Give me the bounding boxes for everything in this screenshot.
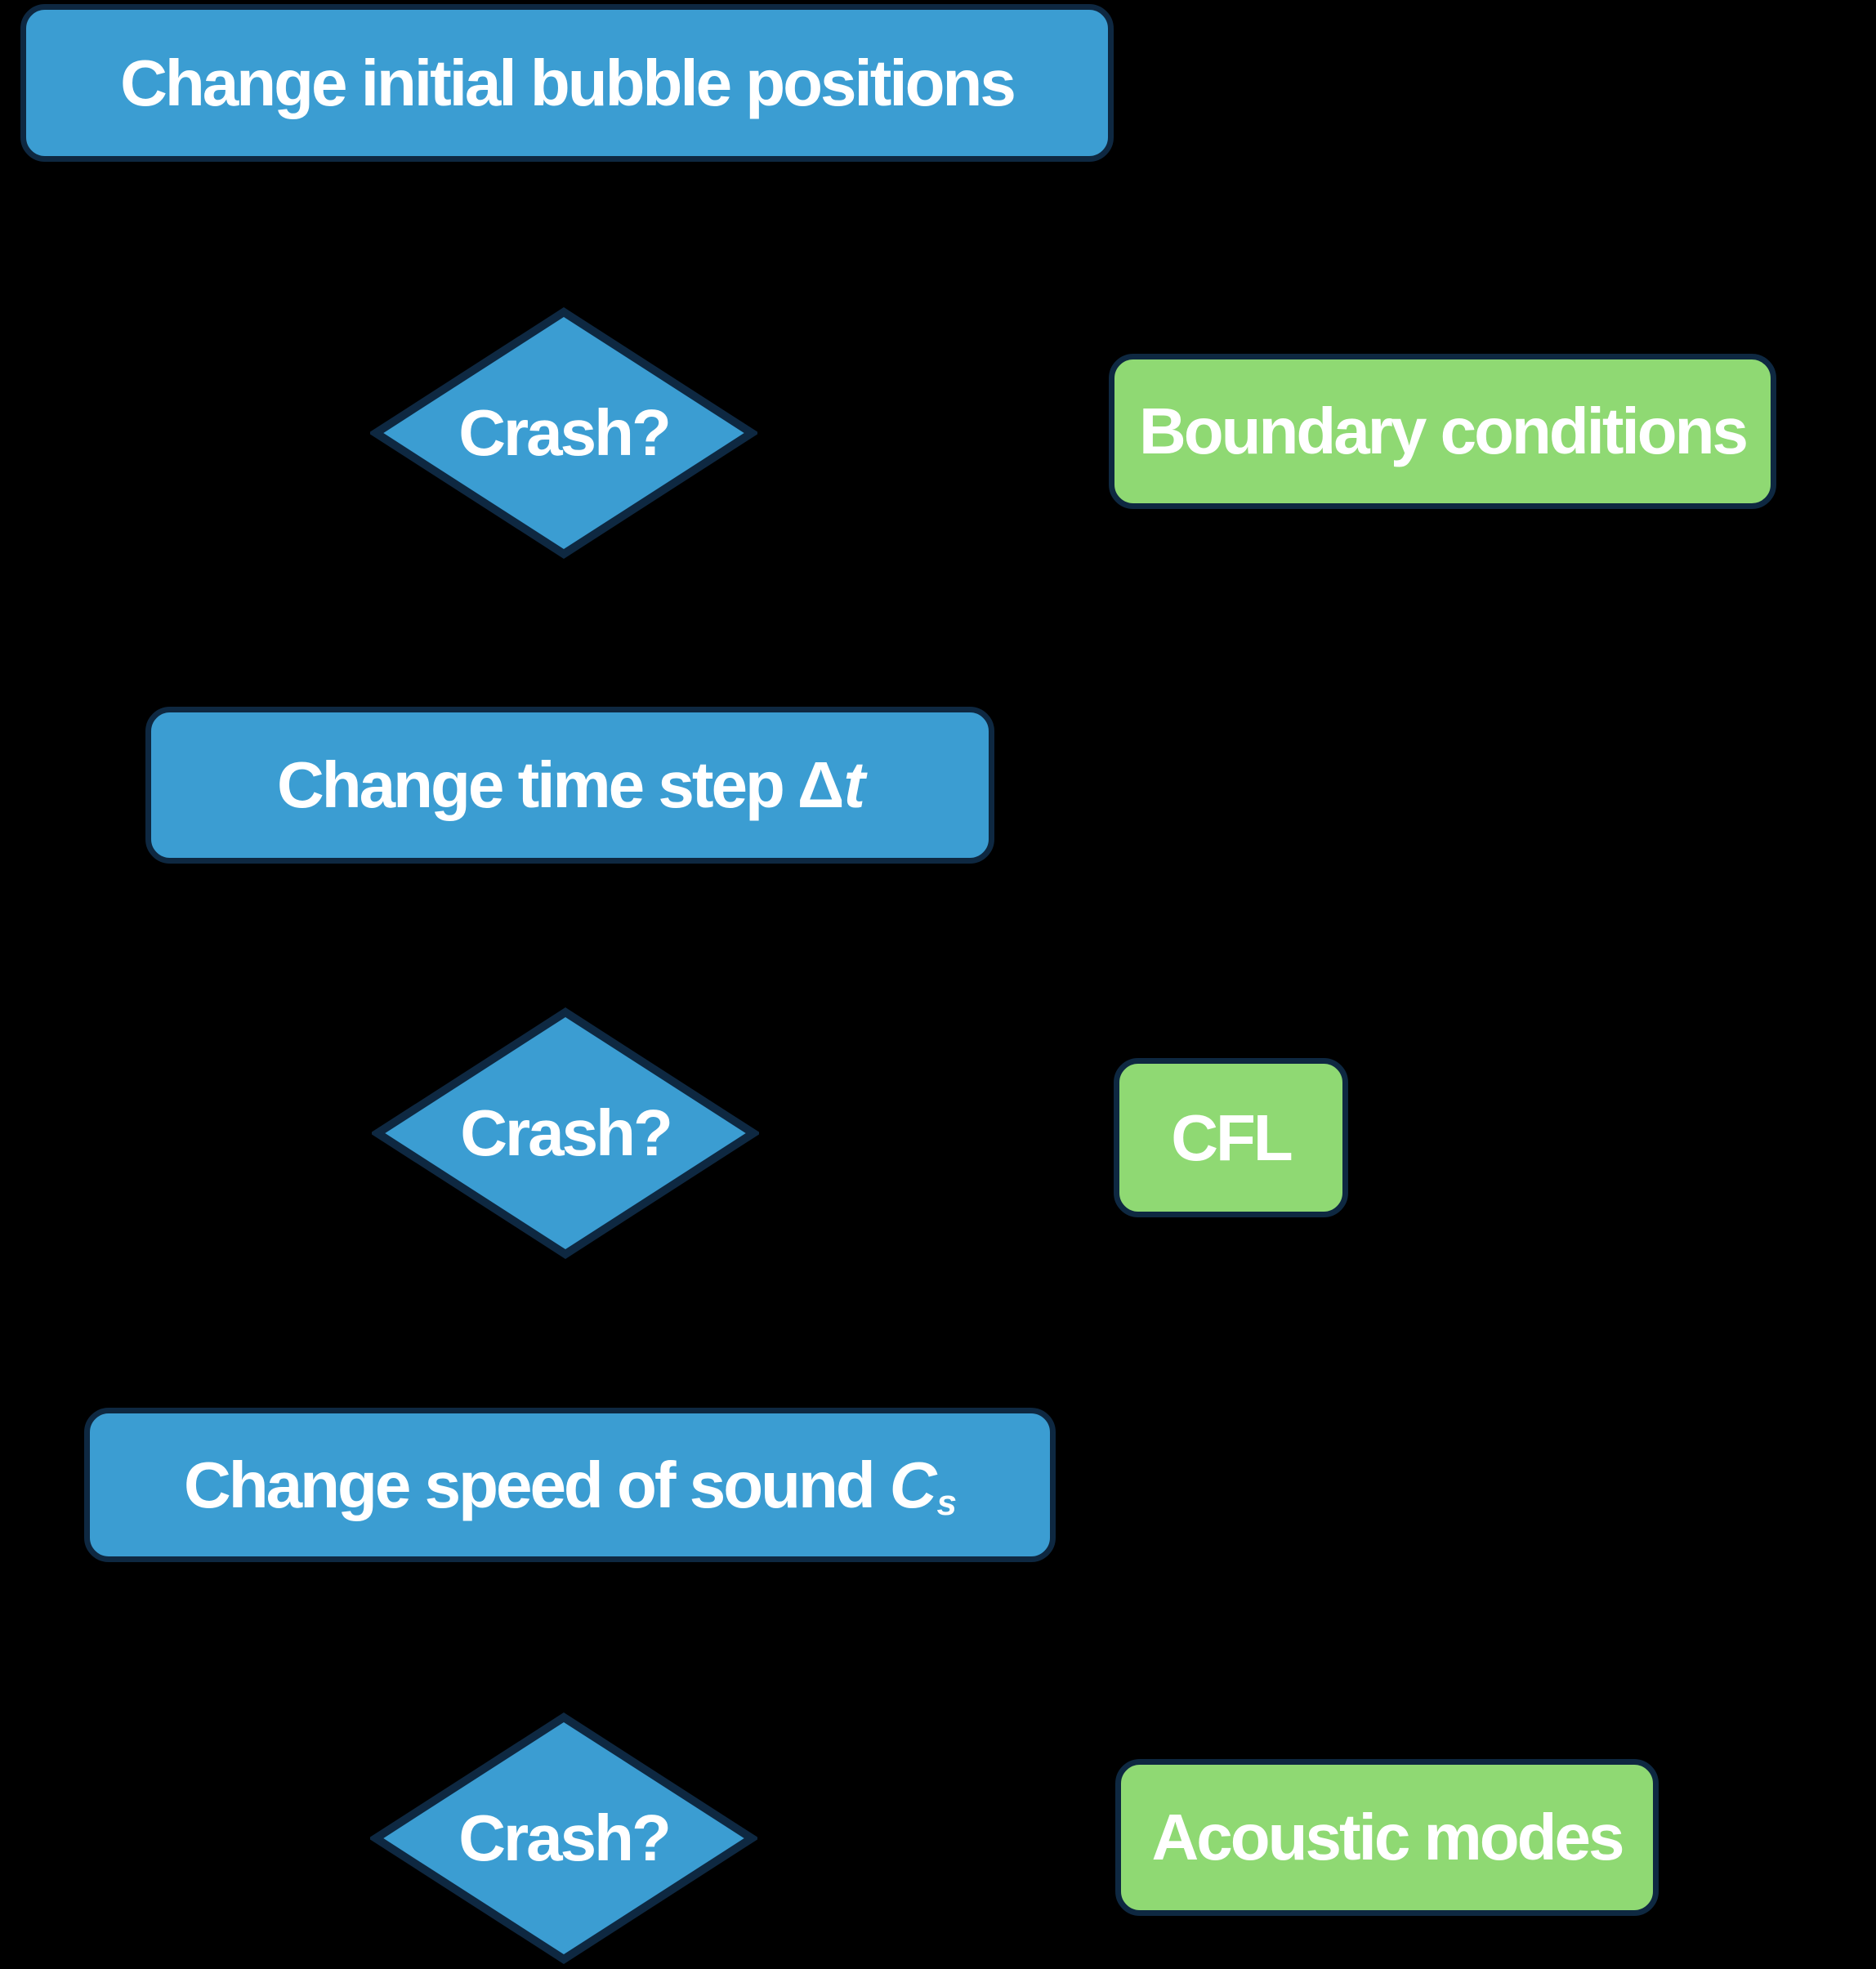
process-change-speed-of-sound-text: Change speed of sound bbox=[184, 1448, 876, 1521]
decision-crash-2: Crash? bbox=[372, 1007, 759, 1260]
result-acoustic-modes: Acoustic modes bbox=[1115, 1759, 1659, 1916]
decision-crash-1-label: Crash? bbox=[458, 396, 672, 469]
result-boundary-conditions: Boundary conditions bbox=[1109, 354, 1776, 509]
diamond-shape bbox=[370, 1712, 757, 1964]
connector-step2-to-decision2 bbox=[565, 864, 570, 1007]
connector-step1-to-decision1 bbox=[562, 162, 567, 306]
diamond-shape bbox=[372, 1007, 759, 1259]
decision-crash-3-label: Crash? bbox=[458, 1802, 672, 1874]
connector-decision2-to-result2 bbox=[759, 1131, 1114, 1136]
result-cfl: CFL bbox=[1114, 1058, 1348, 1217]
time-variable: t bbox=[843, 748, 865, 821]
result-cfl-label: CFL bbox=[1171, 1101, 1293, 1174]
connector-decision1-to-step2 bbox=[562, 560, 567, 707]
process-change-initial-bubble-positions: Change initial bubble positions bbox=[20, 4, 1114, 162]
diamond-shape bbox=[370, 307, 757, 559]
result-acoustic-modes-label: Acoustic modes bbox=[1151, 1801, 1625, 1873]
sound-speed-subscript: s bbox=[936, 1483, 958, 1524]
speed-of-sound-symbol: Cs bbox=[888, 1448, 958, 1524]
decision-crash-3: Crash? bbox=[370, 1712, 757, 1965]
decision-crash-1: Crash? bbox=[370, 306, 757, 560]
process-change-initial-bubble-positions-label: Change initial bubble positions bbox=[120, 46, 1016, 119]
decision-crash-2-label: Crash? bbox=[460, 1096, 673, 1169]
delta-glyph: Δ bbox=[797, 748, 844, 821]
delta-t-symbol: Δt bbox=[797, 748, 865, 821]
process-change-time-step-text: Change time step bbox=[277, 748, 785, 821]
connector-decision1-to-result1 bbox=[757, 431, 1109, 435]
connector-decision2-to-step3 bbox=[565, 1260, 570, 1408]
connector-step3-to-decision3 bbox=[562, 1562, 567, 1712]
connector-decision3-to-result3 bbox=[757, 1836, 1115, 1841]
result-boundary-conditions-label: Boundary conditions bbox=[1139, 395, 1749, 467]
sound-speed-variable: C bbox=[889, 1448, 937, 1521]
